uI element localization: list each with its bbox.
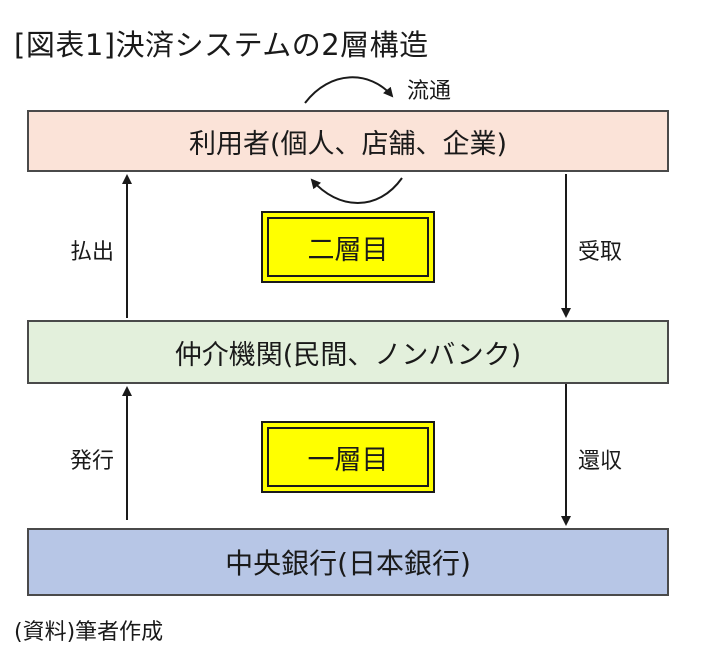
second-layer-label: 二層目 — [307, 234, 389, 266]
intermediaries-label: 仲介機関(民間、ノンバンク) — [174, 339, 522, 371]
circulation-arrow-bottom — [310, 177, 403, 204]
circulation-arrow-top — [304, 76, 394, 104]
second-layer-box: 二層目 — [261, 211, 435, 283]
first-layer-label: 一層目 — [307, 444, 389, 476]
users-label: 利用者(個人、店舗、企業) — [188, 128, 508, 160]
source-note: (資料)筆者作成 — [14, 620, 164, 645]
users-box: 利用者(個人、店舗、企業) — [27, 110, 669, 172]
central-bank-box: 中央銀行(日本銀行) — [27, 528, 669, 596]
central-bank-label: 中央銀行(日本銀行) — [225, 547, 471, 580]
first-layer-box: 一層目 — [261, 421, 435, 493]
withdrawal-label: 払出 — [70, 240, 115, 265]
receipt-label: 受取 — [578, 240, 623, 265]
intermediaries-box: 仲介機関(民間、ノンバンク) — [27, 320, 669, 384]
issuance-label: 発行 — [70, 449, 115, 474]
circulation-label: 流通 — [407, 79, 452, 104]
diagram-title: [図表1]決済システムの2層構造 — [14, 28, 429, 62]
return-label: 還収 — [578, 449, 623, 474]
